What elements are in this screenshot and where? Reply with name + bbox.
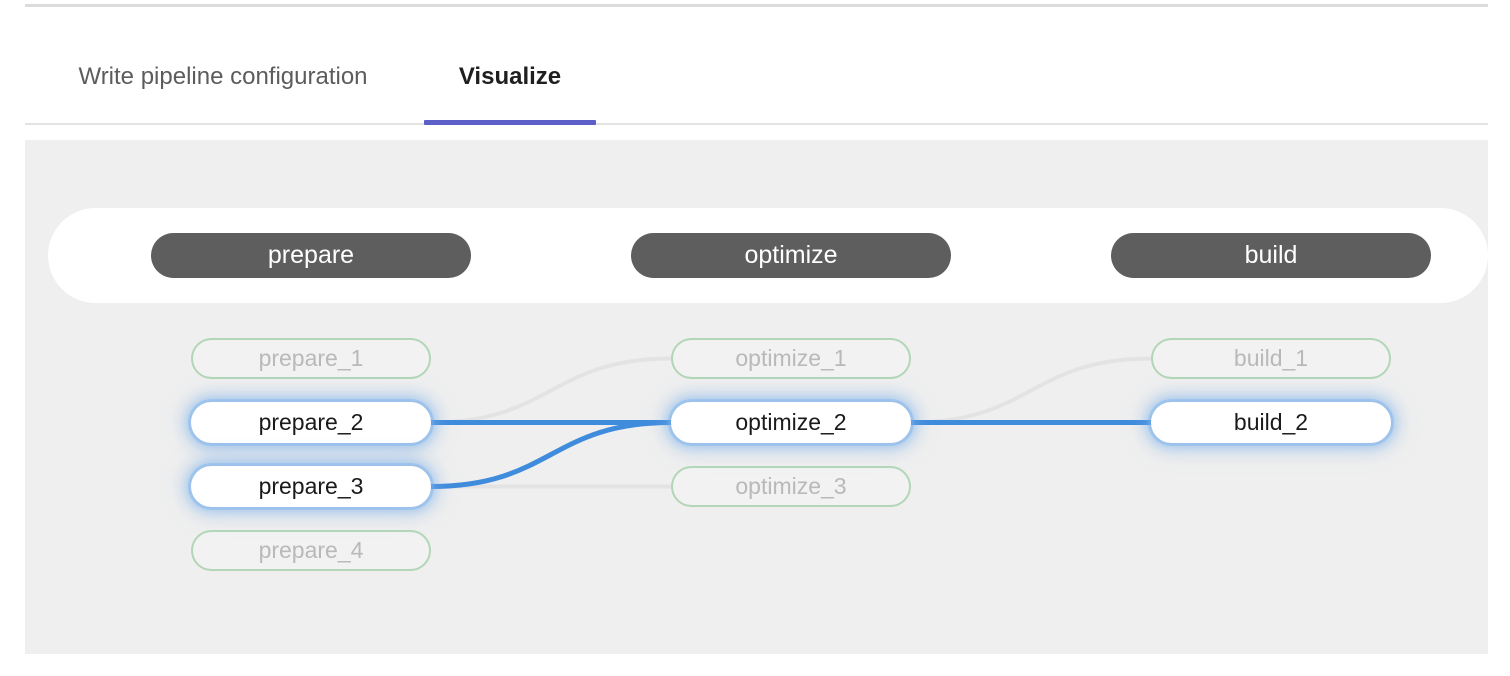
- pipeline-node-prepare_3[interactable]: prepare_3: [191, 466, 431, 507]
- pipeline-node-label: build_2: [1233, 409, 1309, 435]
- stage-pill-label: optimize: [744, 241, 838, 269]
- pipeline-node-label: prepare_2: [258, 409, 364, 435]
- stage-pill-optimize[interactable]: optimize: [631, 233, 951, 278]
- pipeline-node-label: build_1: [1233, 345, 1309, 371]
- tab-label: Visualize: [458, 62, 562, 90]
- active-tab-indicator: [424, 120, 596, 125]
- pipeline-node-build_1[interactable]: build_1: [1151, 338, 1391, 379]
- pipeline-nodes: prepare_1 prepare_2 prepare_3 prepare_4 opti…: [25, 140, 1488, 654]
- pipeline-node-label: prepare_1: [258, 345, 364, 371]
- tab-visualize[interactable]: Visualize: [424, 28, 596, 125]
- pipeline-node-label: prepare_4: [258, 537, 364, 563]
- stage-pill-prepare[interactable]: prepare: [151, 233, 471, 278]
- pipeline-node-optimize_3[interactable]: optimize_3: [671, 466, 911, 507]
- pipeline-node-label: optimize_2: [735, 409, 847, 435]
- stage-pill-label: build: [1244, 241, 1298, 269]
- pipeline-node-prepare_2[interactable]: prepare_2: [191, 402, 431, 443]
- stage-pill-build[interactable]: build: [1111, 233, 1431, 278]
- pipeline-node-prepare_4[interactable]: prepare_4: [191, 530, 431, 571]
- stage-header-bar: prepare optimize build: [48, 208, 1488, 303]
- pipeline-node-build_2[interactable]: build_2: [1151, 402, 1391, 443]
- pipeline-node-optimize_1[interactable]: optimize_1: [671, 338, 911, 379]
- pipeline-node-prepare_1[interactable]: prepare_1: [191, 338, 431, 379]
- tab-label: Write pipeline configuration: [78, 62, 368, 90]
- tab-bar: Write pipeline configuration Visualize: [25, 28, 1488, 125]
- tab-write-pipeline-configuration[interactable]: Write pipeline configuration: [25, 28, 421, 125]
- pipeline-node-optimize_2[interactable]: optimize_2: [671, 402, 911, 443]
- stage-pill-label: prepare: [267, 241, 355, 269]
- pipeline-node-label: prepare_3: [258, 473, 364, 499]
- top-divider: [25, 4, 1488, 7]
- pipeline-node-label: optimize_1: [735, 345, 847, 371]
- pipeline-node-label: optimize_3: [735, 473, 847, 499]
